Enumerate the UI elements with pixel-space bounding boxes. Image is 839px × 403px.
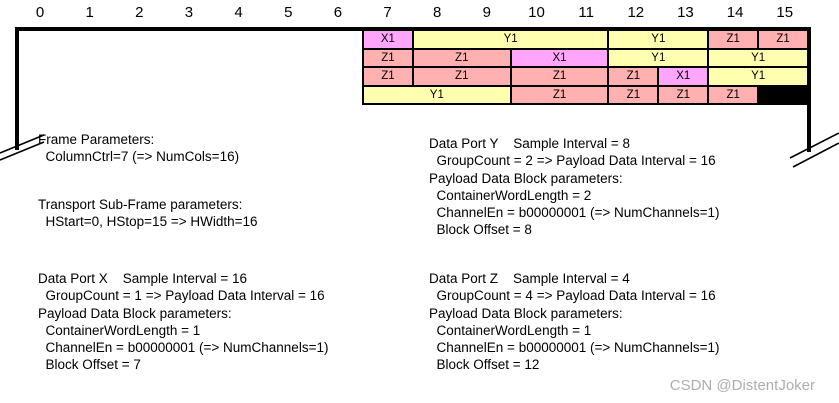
column-label-8: 8 (433, 4, 442, 21)
grid-cell-y1: Y1 (364, 86, 510, 103)
text-line: GroupCount = 1 => Payload Data Interval … (38, 288, 325, 304)
transport-subframe-block: Transport Sub-Frame parameters: HStart=0… (38, 196, 258, 231)
text-line: ColumnCtrl=7 (=> NumCols=16) (38, 149, 240, 165)
frame-break-right-icon (789, 132, 839, 168)
column-label-13: 13 (677, 4, 694, 21)
grid-cell-z1: Z1 (609, 68, 658, 85)
column-label-3: 3 (184, 4, 194, 21)
grid-cell-x1: X1 (659, 68, 708, 85)
column-label-14: 14 (726, 4, 744, 21)
column-label-1: 1 (85, 4, 94, 21)
grid-cell-z1: Z1 (413, 68, 510, 85)
data-port-y-block: Data Port Y Sample Interval = 8 GroupCou… (429, 135, 719, 239)
grid-cell-x1: X1 (511, 49, 608, 66)
text-line: HStart=0, HStop=15 => HWidth=16 (38, 214, 258, 230)
text-line: Frame Parameters: (38, 132, 155, 147)
grid-cell-z1: Z1 (364, 49, 412, 66)
text-line: ChannelEn = b00000001 (=> NumChannels=1) (429, 205, 720, 221)
text-line: ContainerWordLength = 1 (429, 322, 592, 338)
grid-cell-z1: Z1 (609, 86, 658, 103)
watermark-text: CSDN @DistentJoker (669, 377, 815, 394)
column-label-10: 10 (528, 4, 545, 21)
column-label-4: 4 (234, 4, 243, 21)
frame-parameters-block: Frame Parameters: ColumnCtrl=7 (=> NumCo… (38, 131, 239, 166)
grid-cell-z1: Z1 (659, 86, 708, 103)
grid-cell-x1: X1 (364, 31, 412, 48)
grid-cell-y1: Y1 (709, 49, 807, 66)
text-line: GroupCount = 2 => Payload Data Interval … (429, 153, 716, 169)
text-line: Data Port Z Sample Interval = 4 (429, 271, 630, 286)
text-line: Block Offset = 7 (38, 357, 141, 373)
column-label-15: 15 (776, 4, 794, 21)
column-label-12: 12 (627, 4, 645, 21)
column-label-11: 11 (578, 4, 594, 21)
grid-cell-z1: Z1 (709, 86, 758, 103)
grid-cell-z1: Z1 (511, 86, 608, 103)
column-label-0: 0 (35, 4, 45, 21)
data-port-z-block: Data Port Z Sample Interval = 4 GroupCou… (429, 270, 719, 374)
text-line: Payload Data Block parameters: (38, 305, 232, 321)
grid-cell-y1: Y1 (709, 68, 807, 85)
column-label-7: 7 (383, 4, 392, 21)
grid-cell-z1: Z1 (759, 31, 807, 48)
text-line: Transport Sub-Frame parameters: (38, 197, 243, 212)
grid-cell-y1: Y1 (609, 31, 708, 48)
grid-cell-z1: Z1 (413, 49, 510, 66)
text-line: GroupCount = 4 => Payload Data Interval … (429, 288, 716, 304)
text-line: Data Port Y Sample Interval = 8 (429, 136, 630, 151)
grid-cell-y1: Y1 (609, 49, 708, 66)
text-line: Payload Data Block parameters: (429, 170, 623, 186)
data-port-x-block: Data Port X Sample Interval = 16 GroupCo… (38, 270, 328, 374)
grid-cell-z1: Z1 (511, 68, 608, 85)
column-label-9: 9 (482, 4, 492, 21)
text-line: Block Offset = 12 (429, 357, 540, 373)
grid-cell-z1: Z1 (709, 31, 758, 48)
text-line: ContainerWordLength = 1 (38, 322, 201, 338)
column-label-5: 5 (284, 4, 293, 21)
text-line: ContainerWordLength = 2 (429, 187, 592, 203)
text-line: Block Offset = 8 (429, 222, 532, 238)
text-line: ChannelEn = b00000001 (=> NumChannels=1) (429, 340, 720, 356)
column-label-6: 6 (333, 4, 343, 21)
text-line: ChannelEn = b00000001 (=> NumChannels=1) (38, 340, 329, 356)
frame-break-left-icon (0, 134, 45, 161)
frame-left-border (15, 27, 19, 150)
grid-cell-z1: Z1 (364, 68, 412, 85)
column-label-2: 2 (135, 4, 144, 21)
frame-right-border (807, 27, 811, 152)
text-line: Payload Data Block parameters: (429, 305, 623, 321)
grid-cell-y1: Y1 (413, 31, 608, 48)
text-line: Data Port X Sample Interval = 16 (38, 271, 247, 286)
